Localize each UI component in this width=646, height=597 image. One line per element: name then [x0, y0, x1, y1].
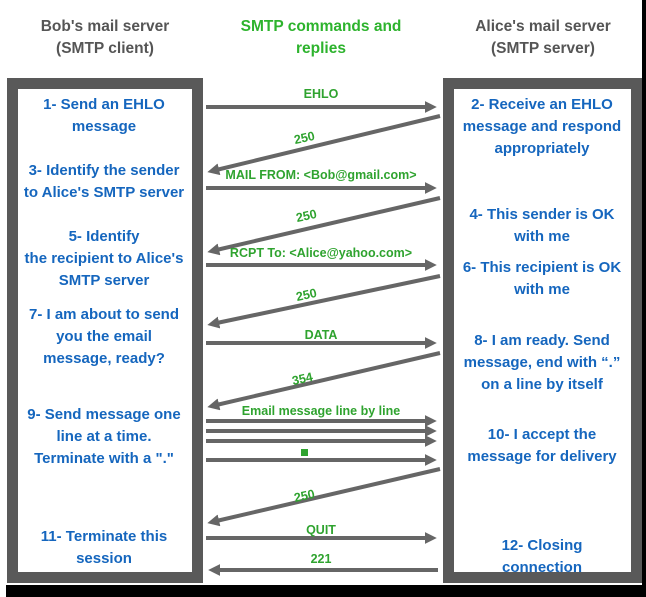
server-step-6: 6- This recipient is OK with me [462, 259, 622, 298]
arrow-reply-250-3 [207, 274, 441, 329]
server-step-8: 8- I am ready. Send message, end with “.… [463, 332, 621, 393]
label-email-line: Email message line by line [241, 404, 401, 418]
client-step-5: 5- Identify the recipient to Alice's SMT… [24, 228, 184, 289]
arrow-reply-250-1 [207, 114, 441, 176]
client-step-3: 3- Identify the sender to Alice's SMTP s… [23, 162, 185, 201]
server-step-12: 12- Closing connection [501, 537, 583, 576]
client-step-11: 11- Terminate this session [40, 528, 168, 567]
label-data: DATA [304, 328, 338, 342]
client-step-9: 9- Send message one line at a time. Term… [27, 406, 181, 467]
label-rcpt-to: RCPT To: <Alice@yahoo.com> [229, 246, 413, 260]
client-box [7, 78, 203, 583]
right-edge [642, 0, 646, 597]
server-step-10: 10- I accept the message for delivery [467, 426, 617, 465]
client-header: Bob's mail server (SMTP client) [40, 18, 170, 57]
label-quit: QUIT [306, 523, 336, 537]
client-step-1: 1- Send an EHLO message [43, 96, 165, 135]
arrow-reply-250-2 [207, 196, 441, 256]
arrow-reply-354 [207, 351, 441, 411]
label-ehlo: EHLO [303, 87, 339, 101]
server-box [443, 78, 642, 583]
diagram-title: SMTP commands and replies [240, 18, 402, 57]
dot-terminator-icon [301, 449, 308, 456]
label-mail-from: MAIL FROM: <Bob@gmail.com> [225, 168, 417, 182]
arrow-reply-250-4 [207, 467, 441, 527]
label-reply-221: 221 [310, 552, 332, 566]
bottom-edge [6, 585, 646, 597]
server-header: Alice's mail server (SMTP server) [475, 18, 611, 57]
client-step-7: 7- I am about to send you the email mess… [28, 306, 179, 367]
server-step-4: 4- This sender is OK with me [469, 206, 615, 245]
server-step-2: 2- Receive an EHLO message and respond a… [462, 96, 622, 157]
